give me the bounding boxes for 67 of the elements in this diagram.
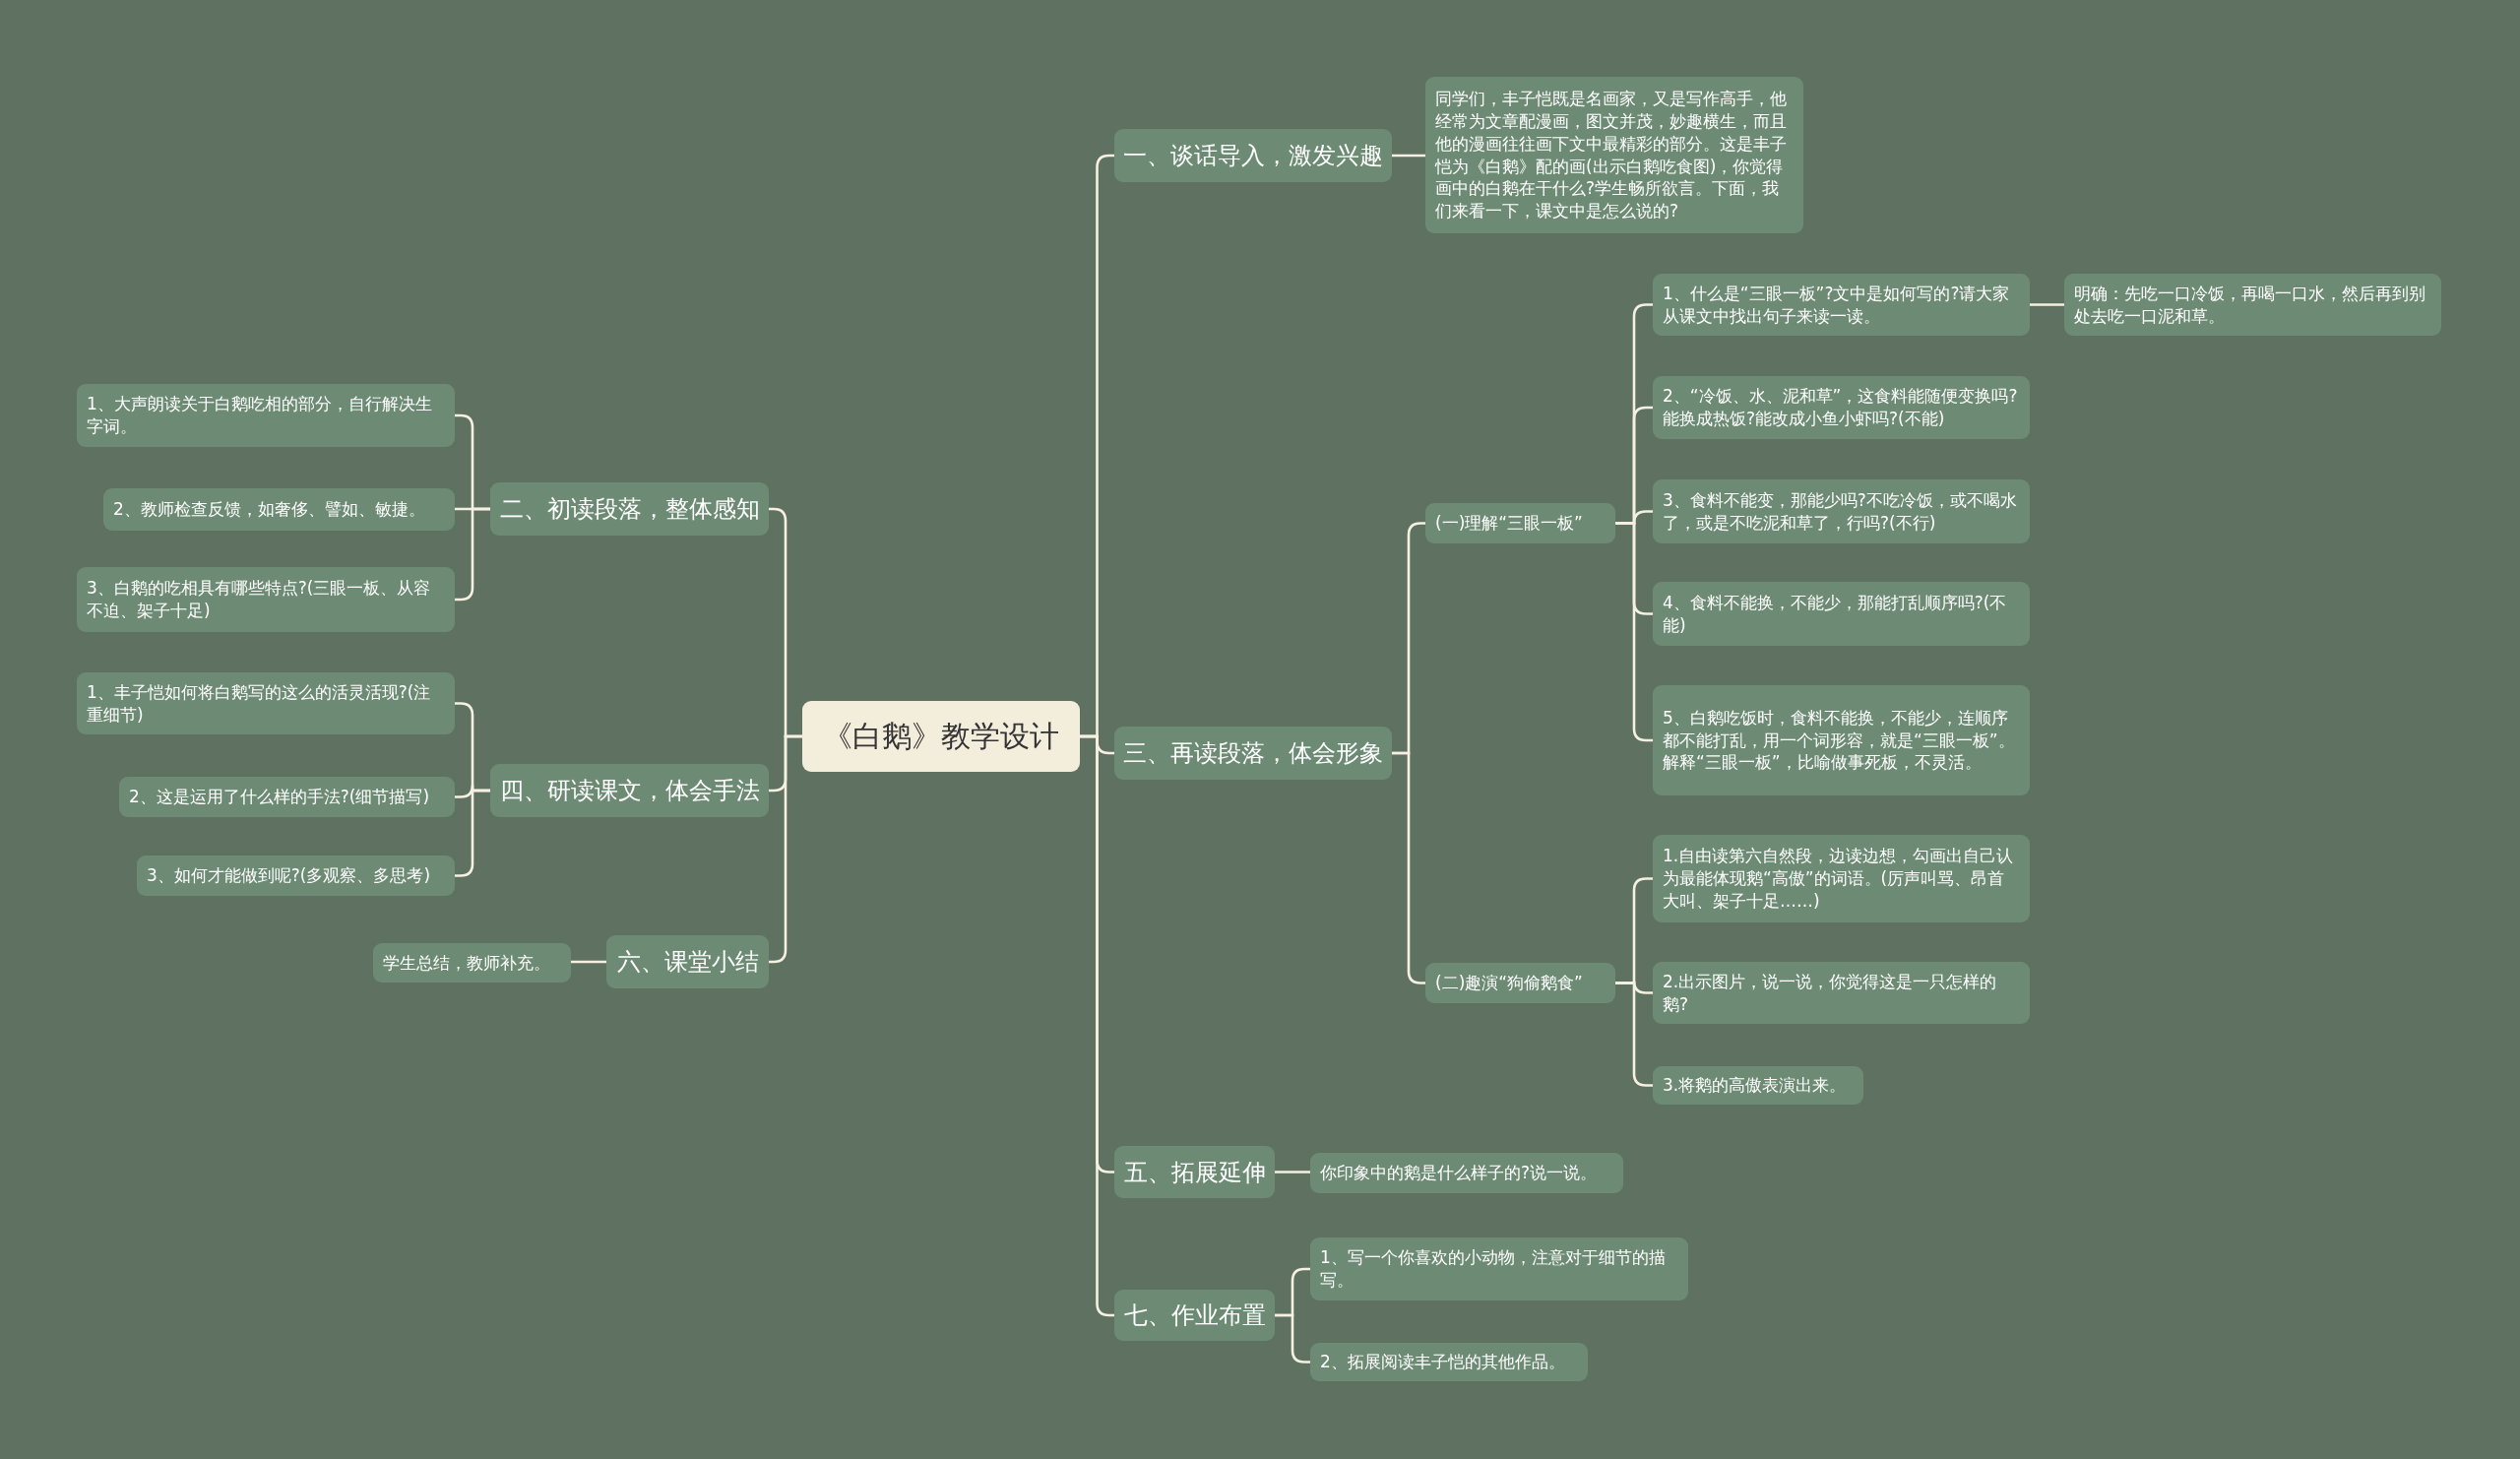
connector-line (571, 960, 606, 964)
note-text: 3、如何才能做到呢?(多观察、多思考) (147, 864, 431, 887)
note-box (1653, 274, 2030, 336)
note-box (1653, 582, 2030, 646)
topic-box (1114, 1290, 1275, 1341)
topic-text: 一、谈话导入，激发兴趣 (1123, 141, 1383, 171)
connector-line (1275, 1171, 1310, 1174)
note-text: 同学们，丰子恺既是名画家，又是写作高手，他经常为文章配漫画，图文并茂，妙趣横生，而且他的漫画往往画下文中最精彩的部分。这是丰子恺为《白鹅》配的画(出示白鹅吃食图)，你觉得画中的白鹅在干什么?学生畅所欲言。下面，我们来看一下，课文中是怎么说的? (1435, 87, 1788, 223)
note-text: (一)理解“三眼一板” (1435, 512, 1583, 535)
note-box (1425, 963, 1615, 1003)
note-box (1653, 835, 2030, 922)
note-box (1653, 685, 2030, 795)
note-text: 明确：先吃一口冷饭，再喝一口水，然后再到别处去吃一口泥和草。 (2074, 282, 2426, 328)
note-box (1425, 77, 1803, 233)
note-text: 1、大声朗读关于白鹅吃相的部分，自行解决生字词。 (87, 393, 433, 438)
note-text: 1、什么是“三眼一板”?文中是如何写的?请大家从课文中找出句子来读一读。 (1663, 282, 2011, 328)
note-box (1310, 1237, 1688, 1300)
note-box (77, 567, 455, 632)
topic-box (490, 764, 769, 817)
title-box (802, 701, 1080, 772)
note-text: 学生总结，教师补充。 (383, 951, 550, 975)
topic-text: 六、课堂小结 (616, 947, 759, 978)
note-box (1653, 479, 2030, 543)
note-text: 你印象中的鹅是什么样子的?说一说。 (1320, 1162, 1598, 1184)
topic-text: 四、研读课文，体会手法 (499, 776, 760, 806)
note-text: 2、这是运用了什么样的手法?(细节描写) (129, 786, 430, 808)
note-box (1653, 376, 2030, 439)
note-text: 4、食料不能换，不能少，那能打乱顺序吗?(不能) (1663, 591, 2008, 637)
topic-box (490, 482, 769, 536)
note-box (2064, 274, 2441, 336)
topic-text: 七、作业布置 (1123, 1300, 1266, 1331)
note-box (137, 856, 455, 896)
connector-line (1615, 982, 1653, 1087)
note-box (1653, 1066, 1863, 1105)
note-text: (二)趣演“狗偷鹅食” (1435, 972, 1583, 994)
note-text: 2、拓展阅读丰子恺的其他作品。 (1320, 1351, 1565, 1373)
note-text: 3、白鹅的吃相具有哪些特点?(三眼一板、从容不迫、架子十足) (87, 577, 432, 622)
topic-box (606, 935, 769, 988)
topic-box (1114, 129, 1392, 182)
note-box (1653, 962, 2030, 1024)
note-box (1310, 1153, 1623, 1193)
note-box (1425, 503, 1615, 543)
note-text: 2、教师检查反馈，如奢侈、譬如、敏捷。 (113, 498, 425, 521)
topic-text: 五、拓展延伸 (1123, 1157, 1266, 1188)
note-text: 1、写一个你喜欢的小动物，注意对于细节的描写。 (1320, 1246, 1667, 1292)
topic-text: 二、初读段落，整体感知 (499, 494, 760, 525)
note-box (1310, 1343, 1588, 1381)
title-text: 《白鹅》教学设计 (823, 717, 1059, 755)
topic-box (1114, 1146, 1275, 1198)
note-text: 3、食料不能变，那能少吗?不吃冷饭，或不喝水了，或是不吃泥和草了，行吗?(不行) (1663, 488, 2018, 535)
connector-line (2030, 303, 2064, 306)
note-text: 2.出示图片，说一说，你觉得这是一只怎样的鹅? (1663, 970, 1998, 1016)
note-text: 1、丰子恺如何将白鹅写的这么的活灵活现?(注重细节) (87, 680, 432, 727)
note-text: 2、“冷饭、水、泥和草”，这食料能随便变换吗?能换成热饭?能改成小鱼小虾吗?(不能) (1663, 385, 2019, 430)
note-box (77, 384, 455, 447)
note-box (77, 672, 455, 734)
topic-text: 三、再读段落，体会形象 (1123, 738, 1383, 769)
connector-line (1392, 154, 1425, 158)
note-box (103, 488, 455, 531)
note-text: 5、白鹅吃饭时，食料不能换，不能少，连顺序都不能打乱，用一个词形容，就是“三眼一板”。解释“三眼一板”，比喻做事死板，不灵活。 (1663, 706, 2016, 775)
note-text: 3.将鹅的高傲表演出来。 (1663, 1074, 1847, 1097)
note-text: 1.自由读第六自然段，边读边想，勾画出自己认为最能体现鹅“高傲”的词语。(厉声叫骂、昂首大叫、架子十足……) (1663, 845, 2015, 913)
connector-line (1275, 1313, 1310, 1364)
topic-box (1114, 727, 1392, 780)
connector-line (1615, 522, 1653, 742)
note-box (373, 943, 571, 983)
note-box (119, 777, 455, 817)
